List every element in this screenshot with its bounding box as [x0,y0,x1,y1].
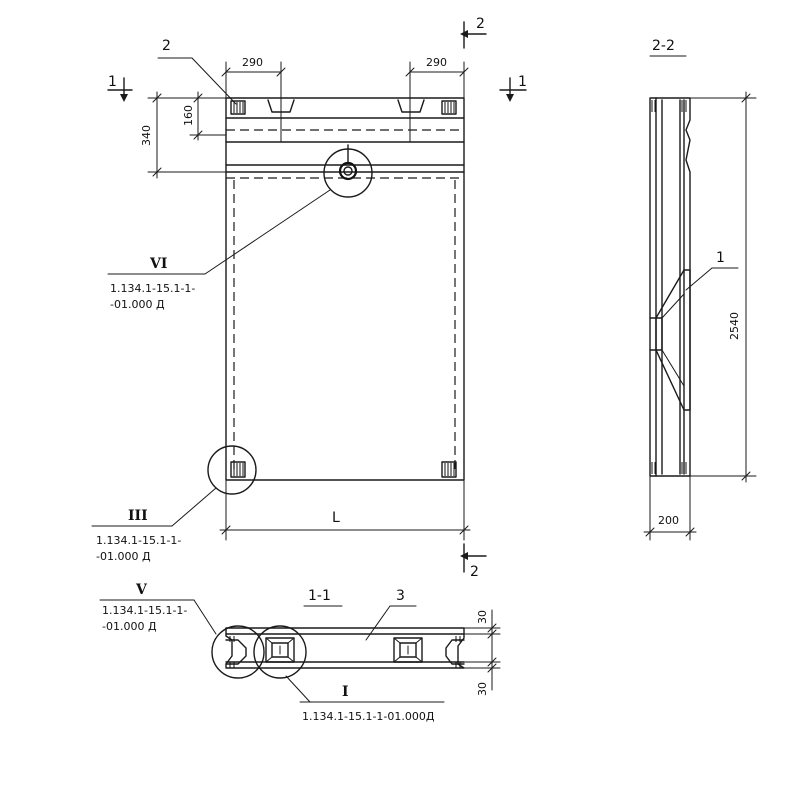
embed-plate-bottom-left [230,461,246,478]
cut-mark-2-top-text: 2 [476,16,485,32]
dim-2540-text: 2540 [728,312,741,340]
pos-1-text: 1 [716,250,725,266]
top-pocket-right [397,99,425,113]
plan-view [207,61,465,495]
dim-L: L [219,479,471,541]
cut-mark-1-left-text: 1 [108,74,117,90]
section-2-2-outline [649,97,691,477]
callout-I: I 1.134.1-15.1-1-01.000Д [285,675,445,723]
callout-III: III 1.134.1-15.1-1- -01.000 Д [91,487,217,563]
dim-340: 340 [140,91,227,179]
embed-plate-top-right [441,100,457,115]
section-1-1-pocket-right [393,637,423,663]
leader-pos-2: 2 [157,38,237,105]
callout-III-ref2: -01.000 Д [96,550,151,563]
callout-V-roman: V [135,582,148,598]
embed-plate-bottom-right [441,461,457,478]
cut-mark-1-left: 1 [107,74,133,102]
callout-I-ref1: 1.134.1-15.1-1-01.000Д [302,710,435,723]
section-2-2: 2-2 1 2540 200 [643,38,757,541]
dim-340-text: 340 [140,125,153,146]
detail-circle-V [211,625,265,679]
dim-290-left: 290 [221,56,286,99]
pos-3-text: 3 [396,588,405,604]
dim-290-right: 290 [405,56,469,99]
detail-circle-VI [323,148,373,198]
dim-160: 160 [182,91,227,141]
callout-I-roman: I [342,684,349,700]
callout-VI-ref1: 1.134.1-15.1-1- [110,282,195,295]
dim-30-top-text: 30 [476,610,489,624]
lifting-loop [338,144,358,181]
dim-290-right-text: 290 [426,56,447,69]
panel-outline [225,97,465,481]
section-1-1-title: 1-1 [308,588,331,604]
callout-III-roman: III [128,508,148,524]
callout-III-ref1: 1.134.1-15.1-1- [96,534,181,547]
callout-VI: VI 1.134.1-15.1-1- -01.000 Д [107,189,331,311]
callout-VI-roman: VI [149,256,167,272]
cut-mark-1-right: 1 [499,74,527,102]
dim-160-text: 160 [182,105,195,126]
section-2-2-rib [655,269,691,411]
detail-circle-I [253,625,307,679]
embed-plate-top-left [230,100,246,115]
section-1-1-pocket-left [265,637,295,663]
section-1-1: 1-1 [211,588,501,696]
pos-2-text: 2 [162,38,171,54]
callout-VI-ref2: -01.000 Д [110,298,165,311]
dim-30-bottom-text: 30 [476,682,489,696]
dim-200-text: 200 [658,514,679,527]
dim-290-left-text: 290 [242,56,263,69]
detail-circle-III [207,445,257,495]
dim-L-text: L [332,510,340,526]
cut-mark-2-bottom: 2 [460,543,487,580]
callout-V-ref2: -01.000 Д [102,620,157,633]
cut-mark-1-right-text: 1 [518,74,527,90]
callout-V: V 1.134.1-15.1-1- -01.000 Д [99,582,217,635]
section-2-2-title: 2-2 [652,38,675,54]
cut-mark-2-bottom-text: 2 [470,564,479,580]
cut-mark-2-top: 2 [460,16,487,49]
callout-V-ref1: 1.134.1-15.1-1- [102,604,187,617]
